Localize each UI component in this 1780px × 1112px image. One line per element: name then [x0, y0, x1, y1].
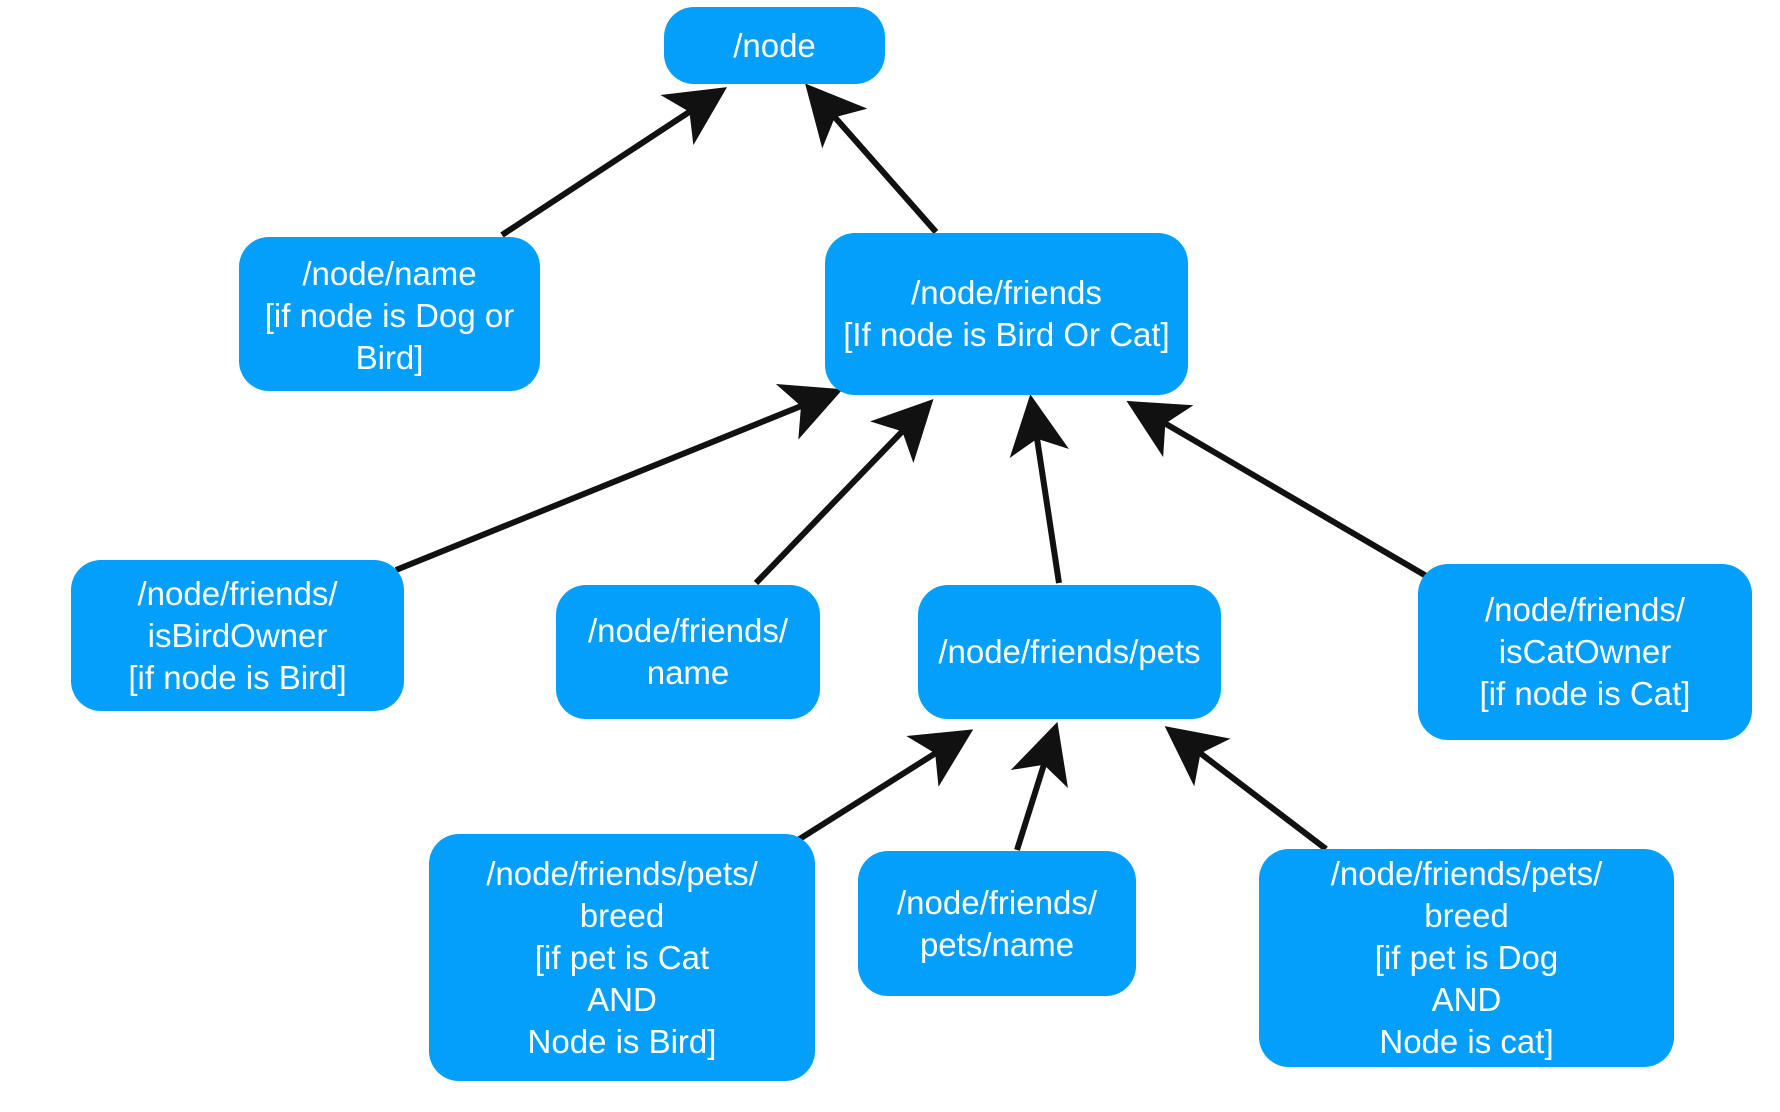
node-pets-name: /node/friends/ pets/name	[858, 851, 1136, 996]
node-breed-dog-line: /node/friends/pets/	[1330, 855, 1603, 892]
edge-breeddog-to-pets	[1164, 726, 1328, 852]
node-breed-cat: /node/friends/pets/ breed [if pet is Cat…	[429, 834, 815, 1081]
node-breed-cat-line: /node/friends/pets/	[486, 854, 758, 892]
edge-fname-to-friends	[753, 399, 934, 586]
node-root: /node	[664, 7, 885, 84]
node-breed-dog-line: [if pet is Dog	[1374, 939, 1559, 976]
edge-petname-to-pets	[1010, 721, 1068, 851]
node-is-cat-owner-line: isCatOwner	[1498, 633, 1672, 670]
node-name-line: Bird]	[355, 339, 424, 376]
node-friends-line: [If node is Bird Or Cat]	[843, 316, 1170, 353]
node-friends: /node/friends [If node is Bird Or Cat]	[825, 233, 1188, 395]
node-is-bird-owner-line: isBirdOwner	[147, 616, 328, 654]
node-breed-cat-line: AND	[587, 980, 657, 1018]
node-root-line: /node	[733, 26, 816, 64]
node-friends-name: /node/friends/ name	[556, 585, 820, 719]
node-is-cat-owner-line: [if node is Cat]	[1479, 675, 1691, 712]
node-breed-dog: /node/friends/pets/ breed [if pet is Dog…	[1259, 849, 1674, 1067]
node-friends-pets-line: /node/friends/pets	[938, 633, 1201, 670]
node-name: /node/name [if node is Dog or Bird]	[239, 237, 540, 391]
node-breed-cat-line: [if pet is Cat	[534, 938, 710, 976]
edge-pets-to-friends	[1009, 394, 1069, 584]
node-breed-dog-line: breed	[1424, 897, 1509, 934]
edge-iscat-to-friends	[1126, 400, 1430, 580]
edge-name-to-root	[500, 87, 728, 238]
node-pets-name-line: /node/friends/	[897, 883, 1097, 921]
node-friends-pets: /node/friends/pets	[918, 585, 1221, 719]
node-friends-line: /node/friends	[911, 274, 1102, 311]
node-breed-cat-line: Node is Bird]	[527, 1022, 717, 1060]
node-is-bird-owner-line: [if node is Bird]	[128, 658, 347, 696]
node-breed-cat-line: breed	[579, 896, 665, 934]
node-breed-dog-line: AND	[1431, 981, 1502, 1018]
edge-breedcat-to-pets	[796, 729, 974, 843]
edge-friends-to-root	[805, 83, 939, 234]
node-name-line: [if node is Dog or	[264, 297, 515, 334]
node-is-cat-owner-line: /node/friends/	[1485, 591, 1685, 628]
node-breed-dog-line: Node is cat]	[1379, 1023, 1554, 1060]
node-friends-name-line: name	[646, 654, 730, 691]
node-friends-name-line: /node/friends/	[588, 612, 788, 649]
node-name-line: /node/name	[302, 255, 477, 292]
node-is-bird-owner-line: /node/friends/	[137, 574, 338, 612]
node-pets-name-line: pets/name	[919, 925, 1075, 963]
node-is-bird-owner: /node/friends/ isBirdOwner [if node is B…	[71, 560, 404, 711]
node-is-cat-owner: /node/friends/ isCatOwner [if node is Ca…	[1418, 564, 1752, 740]
edge-isbird-to-friends	[394, 383, 843, 573]
